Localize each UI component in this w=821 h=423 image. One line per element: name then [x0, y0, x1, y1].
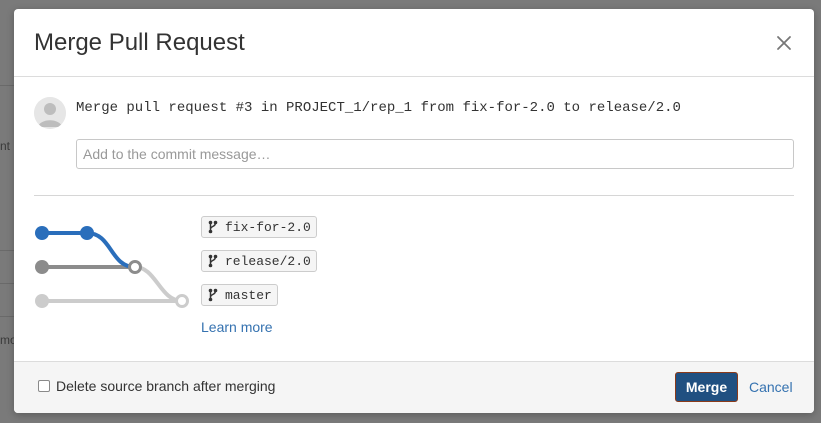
commit-node: [35, 260, 49, 274]
branch-graph: [35, 226, 189, 308]
background-text: nt: [0, 139, 11, 153]
master-line: [42, 265, 183, 303]
dialog-title: Merge Pull Request: [34, 29, 245, 56]
commit-node: [35, 226, 49, 240]
background-text: mo: [0, 333, 17, 347]
section-divider: [34, 195, 794, 196]
close-icon[interactable]: [774, 33, 794, 53]
branch-icon: [208, 288, 218, 302]
learn-more-link[interactable]: Learn more: [201, 319, 273, 335]
commit-message: Merge pull request #3 in PROJECT_1/rep_1…: [76, 100, 681, 116]
delete-branch-checkbox[interactable]: [38, 380, 50, 392]
background-divider: [0, 85, 14, 86]
delete-branch-label: Delete source branch after merging: [56, 378, 276, 394]
avatar: [34, 97, 66, 129]
background-divider: [0, 250, 14, 251]
branch-tag-fix-for-2-0: fix-for-2.0: [201, 216, 317, 238]
delete-branch-option[interactable]: Delete source branch after merging: [38, 378, 275, 394]
merge-button[interactable]: Merge: [675, 372, 738, 402]
commit-message-input[interactable]: [76, 139, 794, 169]
cancel-button[interactable]: Cancel: [749, 379, 793, 395]
branch-tag-release-2-0: release/2.0: [201, 250, 317, 272]
branch-icon: [208, 220, 218, 234]
branch-name: master: [225, 287, 272, 303]
dialog-header: Merge Pull Request: [14, 9, 814, 77]
merge-node: [128, 260, 142, 274]
dialog-footer: Delete source branch after merging Merge…: [14, 361, 814, 413]
merge-node: [175, 294, 189, 308]
background-divider: [0, 283, 14, 284]
commit-node: [35, 294, 49, 308]
background-divider: [0, 316, 14, 317]
branch-name: fix-for-2.0: [225, 219, 311, 235]
merge-dialog: Merge Pull Request Merge pull request #3…: [14, 9, 814, 413]
branch-icon: [208, 254, 218, 268]
commit-node: [80, 226, 94, 240]
branch-name: release/2.0: [225, 253, 311, 269]
branch-tag-master: master: [201, 284, 278, 306]
